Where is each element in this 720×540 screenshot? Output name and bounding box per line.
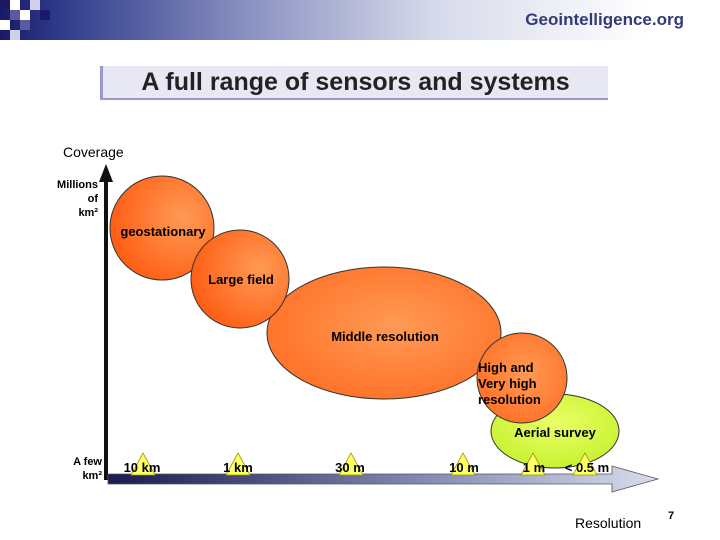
tick-marker-30m [338, 452, 364, 476]
corner-squares-decoration [0, 0, 60, 40]
high-resolution-bubble [476, 332, 568, 424]
geostationary-bubble [109, 175, 215, 281]
high-res-line-2: Very high [478, 376, 537, 391]
tick-marker-1m [520, 452, 546, 476]
y-axis-top-label: Millions of km² [40, 178, 98, 220]
large-field-bubble [190, 229, 290, 329]
tick-marker-05m [572, 452, 598, 476]
high-res-line-1: High and [478, 360, 534, 375]
y-axis-bottom-label: A few km² [40, 455, 102, 483]
title-box: A full range of sensors and systems [100, 66, 608, 100]
y-axis-arrow-icon [99, 164, 113, 182]
tick-label: 10 m [449, 460, 479, 475]
slide-title: A full range of sensors and systems [141, 68, 570, 96]
y-bottom-line-2: km² [82, 470, 102, 482]
tick-marker-10m [450, 452, 476, 476]
tick-label: 1 km [223, 460, 253, 475]
tick-label: 10 km [123, 460, 161, 475]
high-resolution-label: High and Very high resolution [478, 360, 564, 408]
large-field-label: Large field [208, 272, 274, 287]
y-top-line-2: of [87, 193, 98, 205]
page-number: 7 [668, 510, 675, 522]
tick-label: 1 m [522, 460, 546, 475]
aerial-survey-label: Aerial survey [514, 425, 596, 440]
y-top-line-1: Millions [57, 179, 98, 191]
high-res-line-3: resolution [478, 392, 541, 407]
tick-marker-1km [225, 452, 251, 476]
header-bar [0, 0, 720, 40]
tick-marker-10km [130, 452, 156, 476]
geostationary-label: geostationary [120, 224, 206, 239]
middle-resolution-bubble [266, 266, 502, 400]
middle-resolution-label: Middle resolution [331, 329, 439, 344]
x-axis-title: Resolution [575, 515, 642, 531]
y-bottom-line-1: A few [73, 456, 102, 468]
x-axis-arrow [107, 465, 660, 493]
tick-label: 30 m [335, 460, 365, 475]
y-top-line-3: km² [78, 207, 98, 219]
tick-label: < 0.5 m [564, 460, 610, 475]
site-name: Geointelligence.org [525, 10, 684, 29]
y-axis-title: Coverage [63, 144, 124, 160]
